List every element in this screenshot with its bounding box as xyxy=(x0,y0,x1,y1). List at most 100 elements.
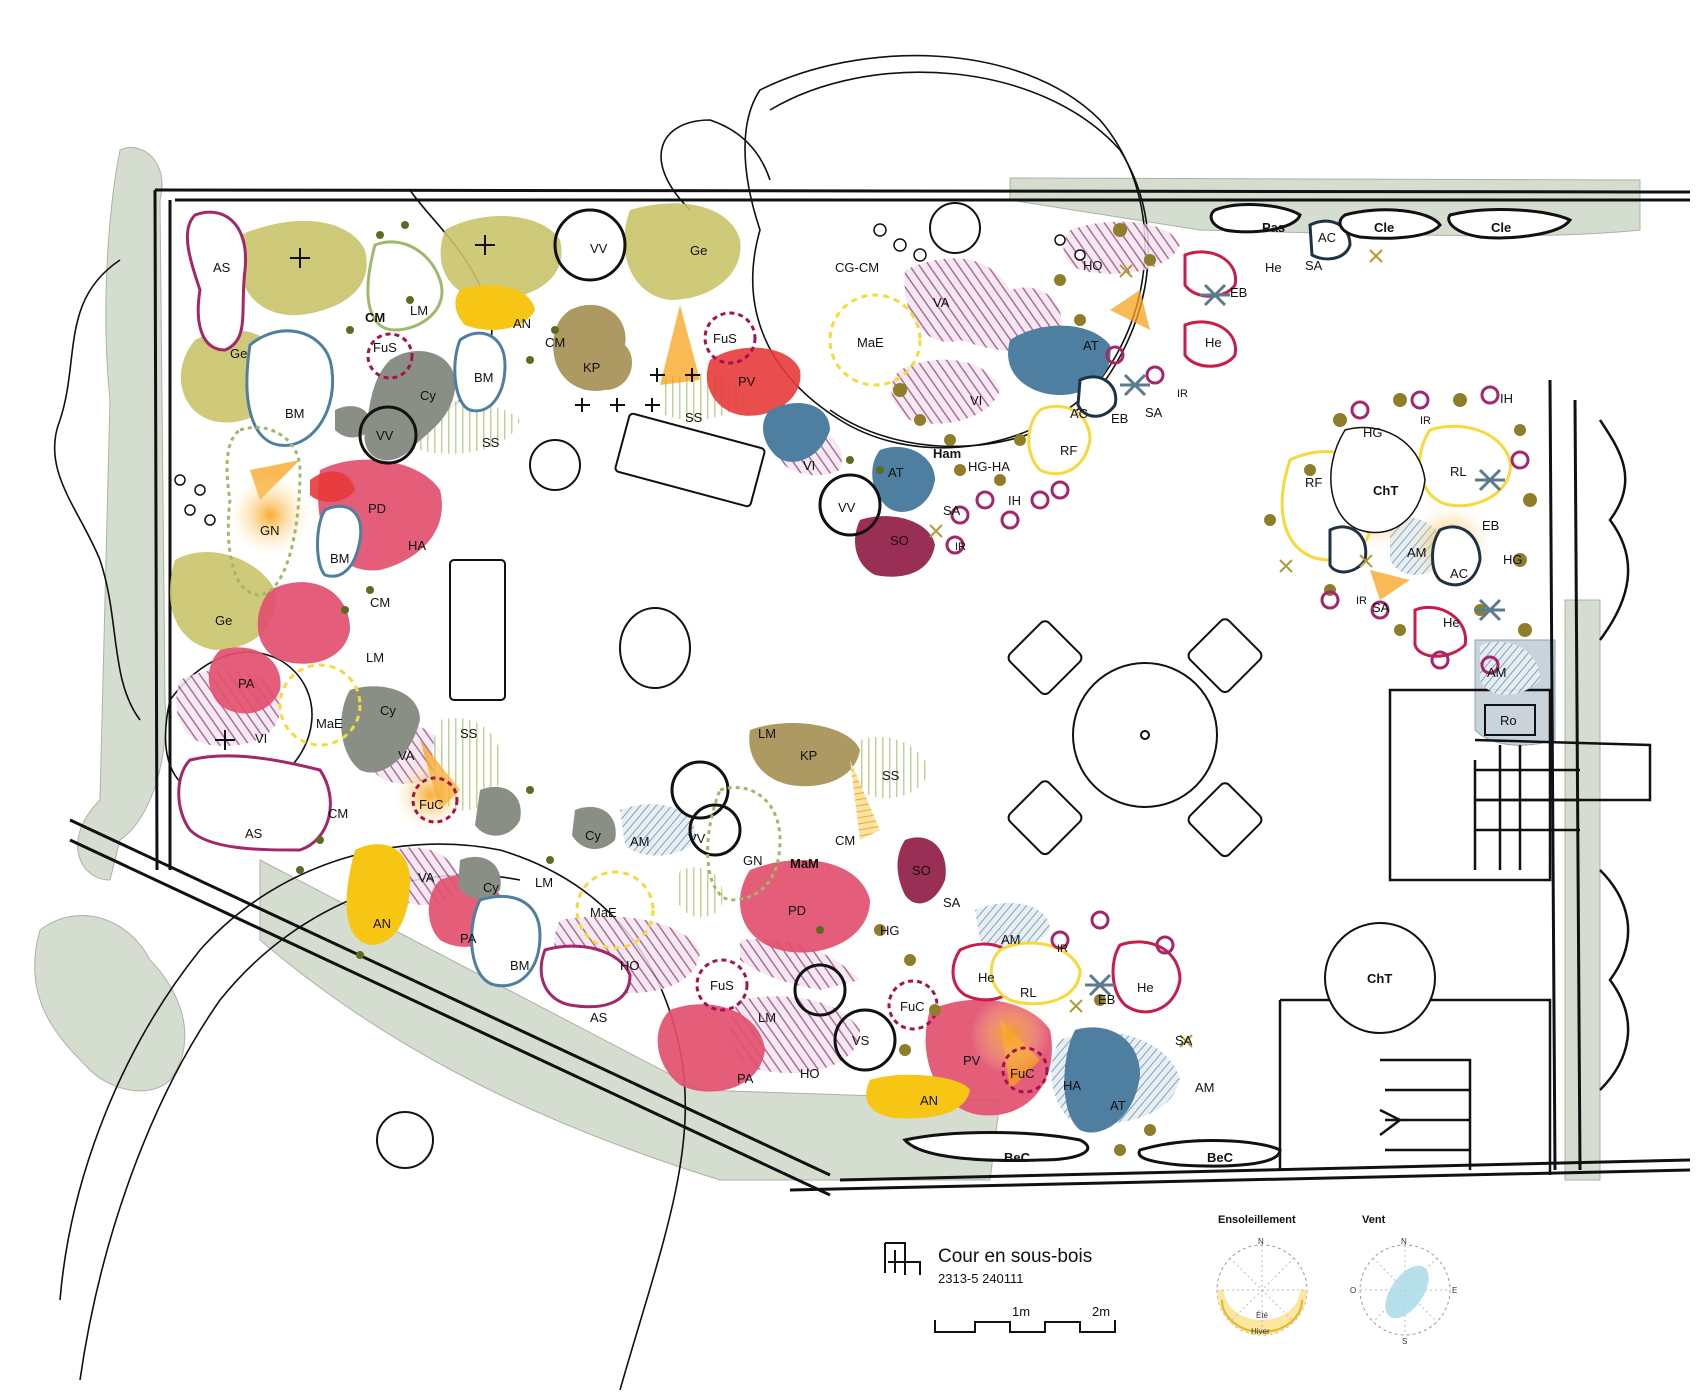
label-am: AM xyxy=(630,834,650,849)
label-ih: IH xyxy=(1008,493,1021,508)
label-ham: Ham xyxy=(933,446,961,461)
label-ir-4: IR xyxy=(1356,595,1367,607)
sa-crosses xyxy=(929,249,1383,1048)
small-green-dots xyxy=(296,221,884,959)
label-cy-4: Cy xyxy=(483,880,499,895)
label-ac: AC xyxy=(1318,230,1336,245)
label-ha: HA xyxy=(408,538,426,553)
wind-compass-s: S xyxy=(1402,1337,1407,1346)
label-pd: PD xyxy=(368,501,386,516)
scale-label-2m: 2m xyxy=(1092,1304,1110,1319)
label-gn-2: GN xyxy=(743,853,763,868)
eb-asterisks xyxy=(1085,283,1505,997)
label-am-5: AM xyxy=(1487,665,1507,680)
label-va: VA xyxy=(933,295,950,310)
label-bec-2: BeC xyxy=(1207,1150,1234,1165)
label-bm-2: BM xyxy=(474,370,494,385)
label-ho-2: HO xyxy=(620,958,640,973)
label-kp-2: KP xyxy=(800,748,817,763)
label-cy: Cy xyxy=(420,388,436,403)
label-fuc: FuC xyxy=(419,797,444,812)
label-ih-2: IH xyxy=(1500,391,1513,406)
dotted-circles xyxy=(225,293,1049,1094)
label-lm-5: LM xyxy=(758,1010,776,1025)
label-pa-2: PA xyxy=(460,931,477,946)
scale-bar xyxy=(934,1320,1116,1333)
pv-beds xyxy=(310,347,801,502)
label-mae-3: MaE xyxy=(590,905,617,920)
pebbles xyxy=(174,223,1086,526)
label-so-2: SO xyxy=(912,863,931,878)
label-sa: SA xyxy=(1305,258,1323,273)
kp-beds xyxy=(553,304,860,787)
label-sa-5: SA xyxy=(943,895,961,910)
label-ir: IR xyxy=(1177,388,1188,400)
label-cy-2: Cy xyxy=(380,703,396,718)
label-bec-1: BeC xyxy=(1004,1150,1031,1165)
label-cle-2: Cle xyxy=(1491,220,1511,235)
label-vv-2: VV xyxy=(376,428,394,443)
ss-hatched-beds xyxy=(398,372,930,918)
patio-furniture xyxy=(376,202,1436,1169)
outlined-shapes xyxy=(177,210,1512,1014)
ir-circles xyxy=(945,345,1530,955)
label-cg-cm: CG-CM xyxy=(835,260,879,275)
wind-compass-o: O xyxy=(1350,1286,1356,1295)
label-am-2: AM xyxy=(1001,932,1021,947)
plant-labels: AS Ge Ge Ge LM LM LM LM LM CM CM CM CM C… xyxy=(213,230,1523,1113)
label-ss-2: SS xyxy=(482,435,500,450)
label-he-2: He xyxy=(1205,335,1222,350)
sun-label-summer: Été xyxy=(1256,1311,1269,1320)
label-ir-2: IR xyxy=(955,541,966,553)
label-at: AT xyxy=(1083,338,1099,353)
wind-compass-e: E xyxy=(1452,1286,1457,1295)
sun-label-winter: Hiver xyxy=(1251,1327,1270,1336)
label-eb: EB xyxy=(1230,285,1247,300)
label-ro: Ro xyxy=(1500,713,1517,728)
label-hg-3: HG xyxy=(880,923,900,938)
label-pa-3: PA xyxy=(737,1071,754,1086)
label-kp: KP xyxy=(583,360,600,375)
label-cht-terrace: ChT xyxy=(1373,483,1398,498)
label-so: SO xyxy=(890,533,909,548)
label-an-3: AN xyxy=(920,1093,938,1108)
so-beds xyxy=(855,516,946,904)
label-fuc-3: FuC xyxy=(1010,1066,1035,1081)
label-ss: SS xyxy=(685,410,703,425)
label-va-2: VA xyxy=(398,748,415,763)
label-hg: HG xyxy=(1363,425,1383,440)
label-ss-3: SS xyxy=(460,726,478,741)
sun-compass-n: N xyxy=(1258,1237,1264,1246)
label-mae-2: MaE xyxy=(316,716,343,731)
label-lm-3: LM xyxy=(535,875,553,890)
label-cm-4: CM xyxy=(328,806,348,821)
label-ge-3: Ge xyxy=(690,243,707,258)
label-ge: Ge xyxy=(230,346,247,361)
label-sa-3: SA xyxy=(943,503,961,518)
label-ge-2: Ge xyxy=(215,613,232,628)
label-rl: RL xyxy=(1450,464,1467,479)
legend-subtitle: 2313-5 240111 xyxy=(938,1271,1024,1286)
label-ha-2: HA xyxy=(1063,1078,1081,1093)
label-cht-lower: ChT xyxy=(1367,971,1392,986)
sun-diagram: N Été Hiver xyxy=(1216,1237,1308,1336)
label-fus-2: FuS xyxy=(713,331,737,346)
label-cm-5: CM xyxy=(835,833,855,848)
label-lm-2: LM xyxy=(366,650,384,665)
label-he-5: He xyxy=(1137,980,1154,995)
label-eb-4: EB xyxy=(1098,992,1115,1007)
label-cm-3: CM xyxy=(370,595,390,610)
label-as-2: AS xyxy=(245,826,263,841)
label-eb-2: EB xyxy=(1111,411,1128,426)
label-bm-3: BM xyxy=(330,551,350,566)
label-am-3: AM xyxy=(1195,1080,1215,1095)
label-cy-3: Cy xyxy=(585,828,601,843)
label-rl-2: RL xyxy=(1020,985,1037,1000)
label-at-3: AT xyxy=(1110,1098,1126,1113)
label-fus: FuS xyxy=(373,340,397,355)
wind-compass-n: N xyxy=(1401,1237,1407,1246)
label-pa: PA xyxy=(238,676,255,691)
label-hg-ha: HG-HA xyxy=(968,459,1010,474)
